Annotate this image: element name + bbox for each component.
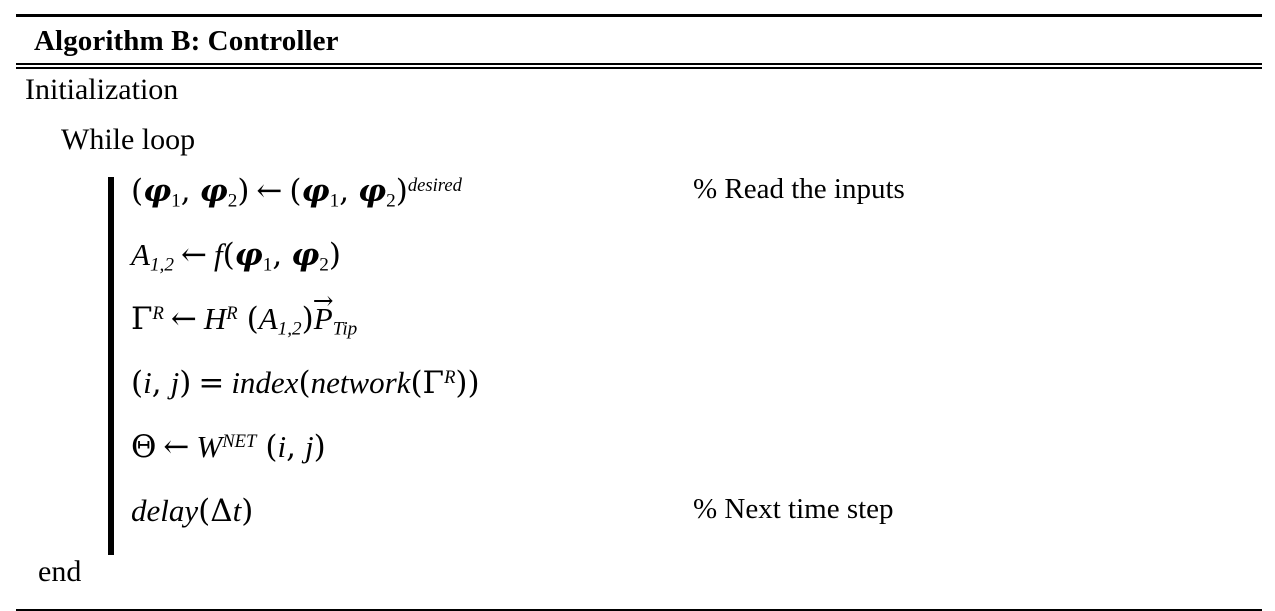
statement-compute-a: A1,2←f(φ1,φ2)	[108, 237, 1262, 301]
statement-expression: A1,2←f(φ1,φ2)	[131, 237, 341, 276]
statement-expression: Θ←WNET(i,j)	[131, 429, 326, 465]
line-while-loop: While loop	[16, 125, 1262, 173]
while-loop-label: While loop	[61, 123, 196, 156]
line-initialization: Initialization	[16, 75, 1262, 125]
statement-lookup-index: (i,j)=index(network(ΓR))	[108, 365, 1262, 429]
loop-body-bar	[108, 177, 114, 555]
statement-expression: (φ1,φ2)←(φ1,φ2)desired	[131, 173, 462, 212]
algorithm-body: Initialization While loop (φ1,φ2)←(φ1,φ2…	[16, 69, 1262, 609]
title-separator-rule	[16, 63, 1262, 69]
statement-compute-gamma: ΓR←HR(A1,2)→PTip	[108, 285, 1262, 365]
loop-body-block: (φ1,φ2)←(φ1,φ2)desired % Read the inputs…	[16, 173, 1262, 557]
statement-compute-theta: Θ←WNET(i,j)	[108, 429, 1262, 493]
statement-expression: (i,j)=index(network(ΓR))	[131, 365, 480, 401]
top-rule	[16, 14, 1262, 17]
algorithm-title: Algorithm B: Controller	[34, 25, 339, 57]
comment-next-time-step: % Next time step	[693, 493, 894, 525]
statement-expression: ΓR←HR(A1,2)→PTip	[131, 285, 358, 340]
statement-delay: delay(Δt) % Next time step	[108, 493, 1262, 557]
comment-read-inputs: % Read the inputs	[693, 173, 905, 205]
superscript-desired: desired	[407, 174, 462, 196]
statement-read-inputs: (φ1,φ2)←(φ1,φ2)desired % Read the inputs	[108, 173, 1262, 237]
end-label: end	[38, 555, 82, 588]
initialization-label: Initialization	[25, 73, 179, 106]
statement-expression: delay(Δt)	[131, 493, 254, 529]
line-end: end	[16, 557, 1262, 609]
algorithm-box: Algorithm B: Controller Initialization W…	[16, 14, 1262, 611]
